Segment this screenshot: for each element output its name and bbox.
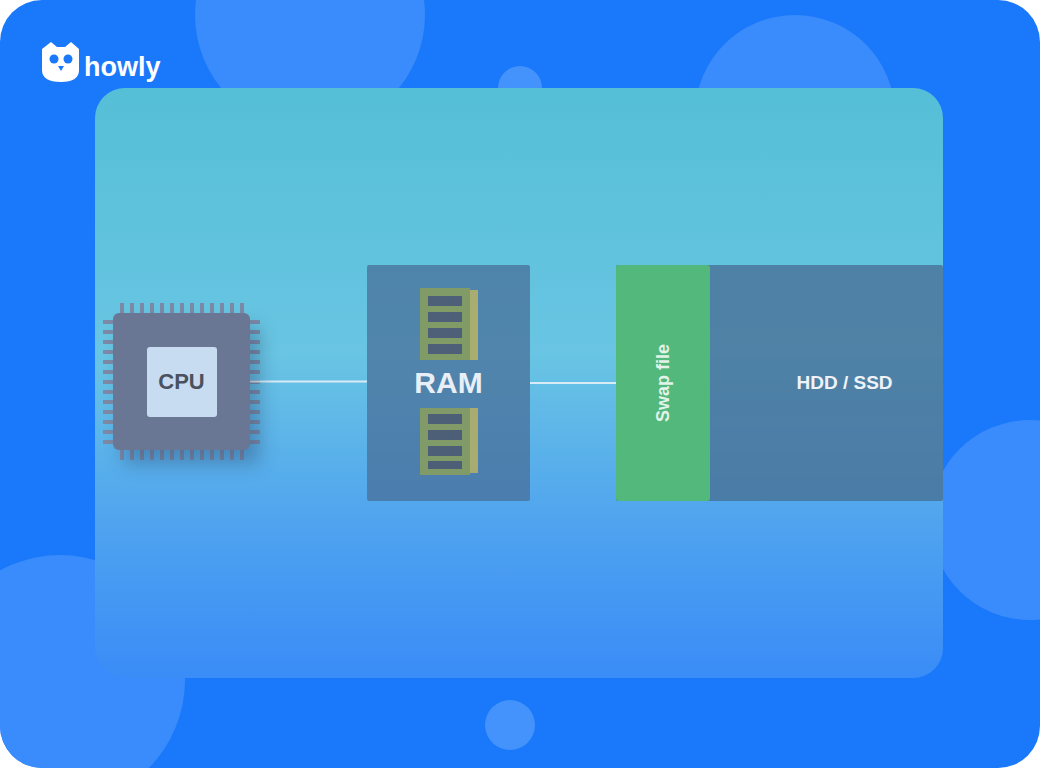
owl-logo	[42, 42, 79, 82]
swap-file-band: Swap file	[616, 265, 710, 501]
brand-name: howly	[84, 52, 161, 83]
deco-circle	[930, 420, 1040, 620]
node-label: RAM	[414, 366, 482, 400]
diagram-panel	[95, 88, 943, 678]
storage-box: HDD / SSD Swap file	[616, 265, 943, 501]
cpu-chip: CPU	[113, 313, 250, 450]
node-label: HDD / SSD	[796, 372, 892, 394]
cpu-pins	[103, 303, 260, 460]
node-label: CPU	[147, 347, 217, 417]
connector-line	[530, 382, 616, 384]
ram-box: RAM	[367, 265, 530, 501]
deco-circle	[485, 700, 535, 750]
node-label: Swap file	[653, 344, 674, 422]
connector-line	[250, 381, 367, 383]
